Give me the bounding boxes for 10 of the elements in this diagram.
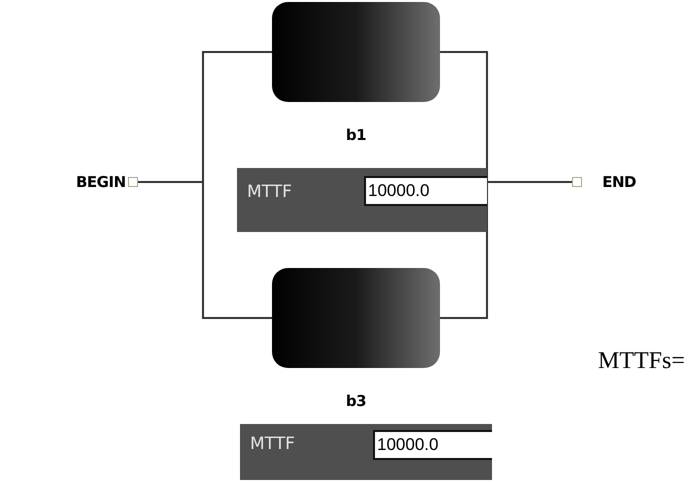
field-label: MTTF (250, 434, 295, 454)
terminal-label: END (602, 173, 636, 191)
block-label: b3 (346, 392, 366, 410)
block-label: b1 (346, 126, 366, 144)
terminal-label: BEGIN (76, 173, 126, 191)
input-field: 10000.0 (364, 176, 487, 206)
connector-line (138, 181, 272, 319)
note-text: MTTFs= (598, 348, 685, 375)
field-label: MTTF (247, 182, 292, 202)
input-field: 10000.0 (373, 430, 492, 460)
